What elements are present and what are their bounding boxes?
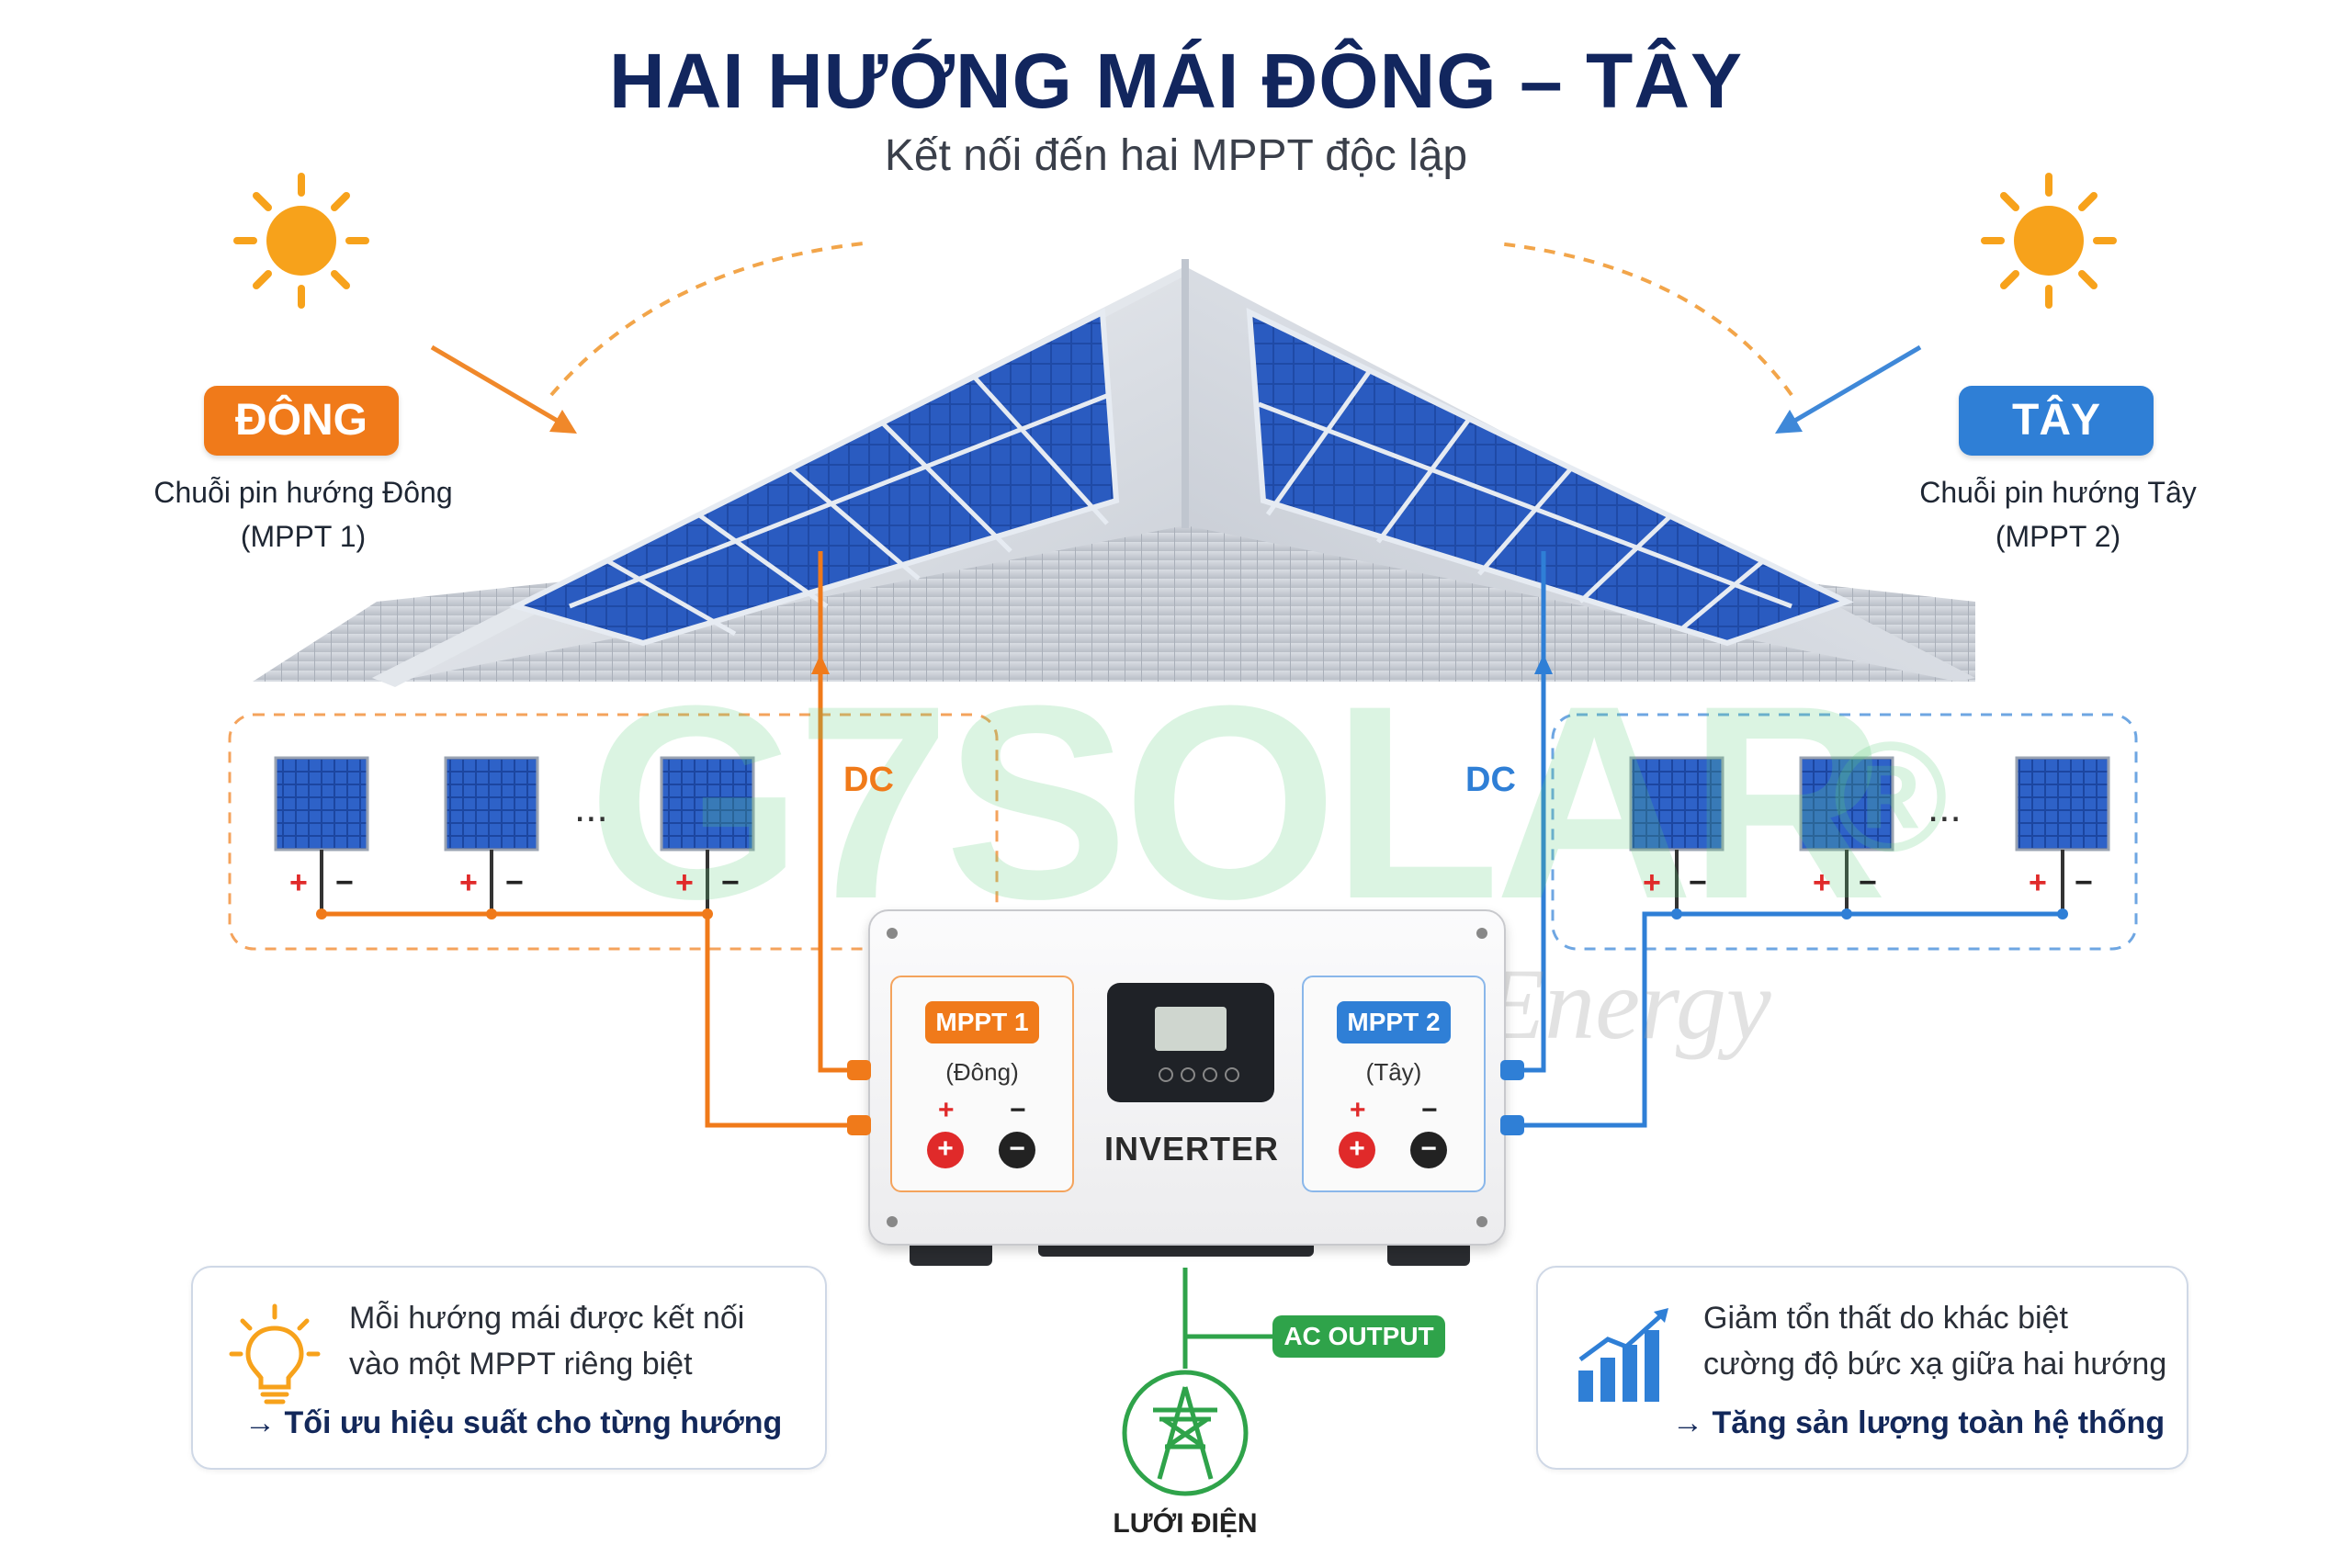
mppt2-panel: MPPT 2 (Tây) + − + − xyxy=(1302,976,1486,1192)
west-panel-2-plus: + xyxy=(1813,865,1831,900)
west-panel-1-minus: − xyxy=(1689,865,1707,900)
east-panel-2-plus: + xyxy=(459,865,478,900)
east-panel-2 xyxy=(444,756,539,919)
inverter-screw-br xyxy=(1476,1216,1487,1227)
west-panel-1-plus: + xyxy=(1643,865,1661,900)
inverter-button-3[interactable] xyxy=(1203,1067,1217,1082)
info-card-right-line2: cường độ bức xạ giữa hai hướng xyxy=(1703,1347,2167,1382)
east-sun-arrow xyxy=(430,344,577,434)
inverter-connector-west-2 xyxy=(1500,1115,1524,1135)
east-panel-3-plus: + xyxy=(675,865,694,900)
west-panel-2-minus: − xyxy=(1859,865,1877,900)
west-panel-1 xyxy=(1629,756,1724,919)
inverter-screw-bl xyxy=(887,1216,898,1227)
mppt2-minus-sign: − xyxy=(1421,1095,1438,1125)
east-badge: ĐÔNG xyxy=(204,386,399,456)
grid-label: LƯỚI ĐIỆN xyxy=(1113,1508,1258,1539)
east-panels-ellipsis: ... xyxy=(574,785,608,830)
ac-output-line xyxy=(1182,1268,1272,1369)
east-panel-3 xyxy=(660,756,755,919)
west-sun-path xyxy=(1497,242,1793,397)
inverter-screen xyxy=(1155,1007,1227,1051)
info-card-left: Mỗi hướng mái được kết nối vào một MPPT … xyxy=(191,1266,827,1470)
west-sun-arrow xyxy=(1775,344,1922,434)
east-dc-label: DC xyxy=(843,761,894,799)
info-card-left-line1: Mỗi hướng mái được kết nối xyxy=(349,1301,745,1336)
east-label: Chuỗi pin hướng Đông (MPPT 1) xyxy=(110,470,496,558)
mppt1-badge: MPPT 1 xyxy=(925,1001,1039,1043)
inverter-screw-tl xyxy=(887,928,898,939)
east-panel-3-minus: − xyxy=(721,865,740,900)
west-panel-2 xyxy=(1799,756,1894,919)
info-card-left-line2: vào một MPPT riêng biệt xyxy=(349,1347,693,1382)
west-string-box xyxy=(1551,713,2138,951)
west-panel-3-plus: + xyxy=(2029,865,2047,900)
east-panel-1-plus: + xyxy=(289,865,308,900)
watermark-brand: G7SOLAR xyxy=(588,648,1887,956)
info-card-left-text: Mỗi hướng mái được kết nối vào một MPPT … xyxy=(349,1295,808,1387)
inverter-display xyxy=(1107,983,1274,1102)
east-sun-path xyxy=(549,242,865,397)
inverter-button-2[interactable] xyxy=(1181,1067,1195,1082)
east-panel-1 xyxy=(274,756,369,919)
info-card-right-text: Giảm tổn thất do khác biệt cường độ bức … xyxy=(1703,1295,2181,1387)
west-panel-3-minus: − xyxy=(2075,865,2093,900)
west-panels-ellipsis: ... xyxy=(1928,785,1962,830)
watermark-registered-mark: ® xyxy=(1833,710,1948,885)
west-dc-arrow xyxy=(1534,654,1553,674)
page-title: HAI HƯỚNG MÁI ĐÔNG – TÂY xyxy=(608,38,1744,124)
west-dc-label: DC xyxy=(1465,761,1516,799)
mppt1-plus-terminal: + xyxy=(927,1132,964,1168)
east-string-box xyxy=(228,713,999,951)
inverter-button-1[interactable] xyxy=(1159,1067,1173,1082)
info-card-left-emphasis: → Tối ưu hiệu suất cho từng hướng xyxy=(244,1405,783,1440)
west-label-line1: Chuỗi pin hướng Tây xyxy=(1919,476,2197,509)
east-dc-arrow xyxy=(811,654,830,674)
west-label-line2: (MPPT 2) xyxy=(1995,520,2121,553)
east-dc-wiring xyxy=(322,551,850,1128)
info-card-right: Giảm tổn thất do khác biệt cường độ bức … xyxy=(1536,1266,2188,1470)
inverter-label: INVERTER xyxy=(1103,1130,1280,1168)
sun-icon-east xyxy=(233,173,369,309)
inverter-body: MPPT 1 (Đông) + − + − INVERTER MPPT 2 (T… xyxy=(868,909,1506,1246)
page-subtitle: Kết nối đến hai MPPT độc lập xyxy=(884,131,1468,180)
info-card-right-line1: Giảm tổn thất do khác biệt xyxy=(1703,1301,2068,1336)
inverter-button-4[interactable] xyxy=(1225,1067,1239,1082)
mppt1-minus-sign: − xyxy=(1010,1095,1026,1125)
ac-output-badge: AC OUTPUT xyxy=(1272,1315,1445,1358)
inverter-connector-east-1 xyxy=(847,1060,871,1080)
mppt2-sub: (Tây) xyxy=(1365,1058,1422,1086)
info-card-right-emphasis: → Tăng sản lượng toàn hệ thống xyxy=(1672,1405,2165,1440)
mppt2-plus-sign: + xyxy=(1350,1095,1366,1125)
inverter-connector-west-1 xyxy=(1500,1060,1524,1080)
mppt2-plus-terminal: + xyxy=(1339,1132,1375,1168)
east-panel-2-minus: − xyxy=(505,865,524,900)
inverter-foot-right xyxy=(1387,1240,1470,1266)
mppt1-plus-sign: + xyxy=(938,1095,955,1125)
power-grid-icon xyxy=(1122,1370,1249,1496)
inverter-screw-tr xyxy=(1476,928,1487,939)
roof-illustration xyxy=(253,259,1975,687)
sun-icon-west xyxy=(1981,173,2117,309)
inverter-foot-left xyxy=(910,1240,992,1266)
inverter-connector-east-2 xyxy=(847,1115,871,1135)
lightbulb-icon xyxy=(229,1303,321,1404)
east-panel-1-minus: − xyxy=(335,865,354,900)
west-badge: TÂY xyxy=(1959,386,2154,456)
mppt1-panel: MPPT 1 (Đông) + − + − xyxy=(890,976,1074,1192)
mppt2-minus-terminal: − xyxy=(1410,1132,1447,1168)
east-label-line2: (MPPT 1) xyxy=(240,520,367,553)
east-label-line1: Chuỗi pin hướng Đông xyxy=(153,476,453,509)
west-panel-3 xyxy=(2015,756,2110,919)
bar-chart-growth-icon xyxy=(1578,1308,1668,1402)
mppt2-badge: MPPT 2 xyxy=(1337,1001,1451,1043)
west-label: Chuỗi pin hướng Tây (MPPT 2) xyxy=(1865,470,2251,558)
mppt1-sub: (Đông) xyxy=(945,1058,1019,1086)
mppt1-minus-terminal: − xyxy=(999,1132,1035,1168)
